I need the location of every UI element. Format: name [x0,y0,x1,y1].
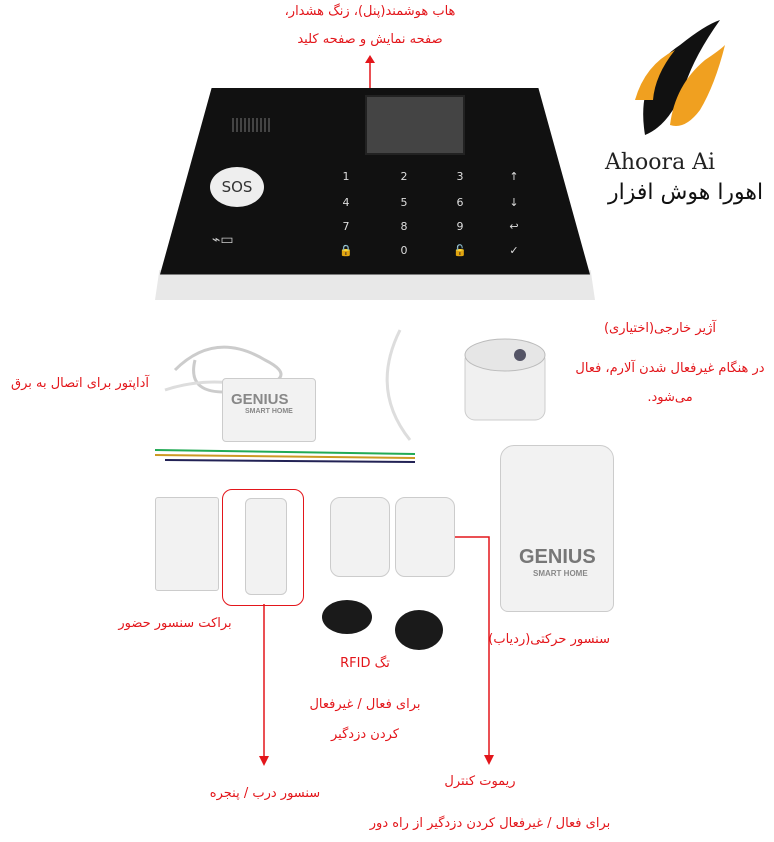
siren-label-line2: در هنگام غیرفعال شدن آلارم، فعال [575,361,765,376]
power-adapter: GENIUS SMART HOME [222,378,316,442]
adapter-sub: SMART HOME [245,408,293,415]
rfid-desc-line1: برای فعال / غیرفعال [309,697,421,712]
door-sensor [245,498,287,595]
door-arrow [259,604,269,766]
keypad-key[interactable]: 1 [342,170,350,183]
adapter-label: آداپتور برای اتصال به برق [10,376,150,391]
motion-label: سنسور حرکتی(ردیاب) [488,632,610,647]
sos-button[interactable]: SOS [210,167,264,207]
keypad-key[interactable]: 2 [400,170,408,183]
panel-base [155,270,595,300]
panel-label-line1: هاب هوشمند(پنل)، زنگ هشدار، [284,4,456,19]
remote-desc: برای فعال / غیرفعال کردن دزدگیر از راه د… [369,816,611,831]
rfid-reader-icon: ⌁▭ [212,232,234,248]
adapter-brand: GENIUS [231,391,289,408]
panel-label-line2: صفحه نمایش و صفحه کلید [297,32,443,47]
motion-sub: SMART HOME [533,569,588,578]
rfid-label: تگ RFID [340,656,390,671]
siren-label-line1: آژیر خارجی(اختیاری) [603,321,716,336]
keypad-key[interactable]: 🔓 [453,244,467,257]
rfid-desc-line2: کردن دزدگیر [331,727,399,742]
keypad-key[interactable]: ↩ [509,220,519,233]
logo-mark-icon [635,20,725,135]
sensor-bracket [155,497,219,591]
logo-persian: اهورا هوش افزار [608,180,764,205]
wires [155,449,416,463]
siren-label-line3: می‌شود. [647,390,693,405]
remote-control-1 [330,497,390,577]
remote-control-2 [395,497,455,577]
keypad-key[interactable]: 9 [456,220,464,233]
keypad-key[interactable]: 🔒 [339,244,353,257]
keypad-key[interactable]: ↓ [509,196,519,209]
bracket-label: براکت سنسور حضور [118,616,232,631]
keypad-key[interactable]: 6 [456,196,464,209]
siren [385,329,546,441]
keypad-key[interactable]: 4 [342,196,350,209]
keypad-key[interactable]: 8 [400,220,408,233]
keypad-key[interactable]: ✓ [509,244,519,257]
motion-brand: GENIUS [519,546,596,568]
keypad-key[interactable]: ↑ [509,170,519,183]
remote-label: ریموت کنترل [444,774,516,789]
rfid-tag-1 [322,600,372,634]
speaker-grille [232,118,272,132]
remote-arrow [455,536,494,765]
panel-screen [365,95,465,155]
motion-sensor: GENIUS SMART HOME [500,445,614,612]
door-sensor-highlight [222,489,304,606]
rfid-tag-2 [395,610,443,650]
keypad-key[interactable]: 0 [400,244,408,257]
keypad-key[interactable]: 3 [456,170,464,183]
door-label: سنسور درب / پنجره [209,786,321,801]
keypad-key[interactable]: 5 [400,196,408,209]
keypad-key[interactable]: 7 [342,220,350,233]
logo-latin: Ahoora Ai [605,150,716,175]
